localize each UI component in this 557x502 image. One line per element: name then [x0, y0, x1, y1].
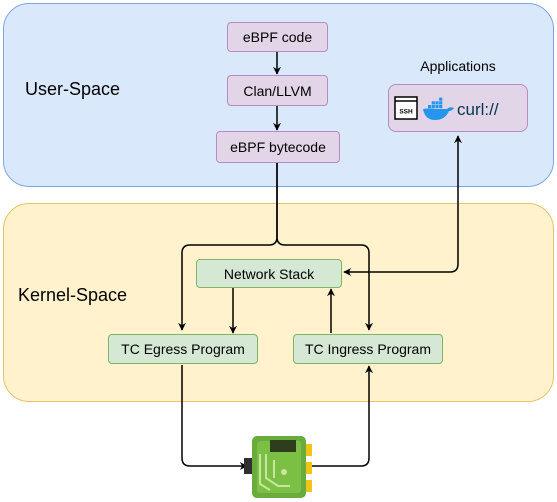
ebpf-code-box: eBPF code — [227, 22, 328, 52]
user-space-label: User-Space — [25, 79, 121, 99]
arrow-bytecode-to-ingress — [276, 163, 373, 331]
curl-icon: curl:// — [457, 100, 499, 119]
clang-llvm-box: Clan/LLVM — [227, 75, 328, 106]
arrow-bytecode-to-egress — [178, 163, 278, 331]
ebpf-code-label: eBPF code — [242, 29, 313, 45]
terminal-icon: SSH — [394, 96, 418, 120]
clang-llvm-label: Clan/LLVM — [243, 82, 312, 99]
tc-egress-label: TC Egress Program — [121, 341, 245, 357]
network-stack-label: Network Stack — [223, 265, 315, 282]
arrow-nic-to-ingress — [311, 365, 373, 467]
tc-egress-box: TC Egress Program — [108, 334, 258, 364]
applications-title: Applications — [420, 58, 496, 74]
arrow-apps-stack-bidirectional — [343, 135, 462, 276]
applications-box: SSH curl:// — [388, 84, 528, 132]
network-stack-box: Network Stack — [196, 259, 342, 288]
ebpf-bytecode-label: eBPF bytecode — [230, 139, 326, 155]
kernel-space-label: Kernel-Space — [18, 285, 128, 305]
arrow-egress-to-nic — [181, 365, 248, 470]
kernel-space-region — [3, 203, 554, 402]
network-card-icon — [244, 436, 312, 498]
docker-icon — [423, 97, 454, 120]
ebpf-bytecode-box: eBPF bytecode — [216, 131, 340, 163]
tc-ingress-label: TC Ingress Program — [304, 341, 432, 357]
applications-icons: SSH curl:// — [394, 96, 499, 120]
tc-ingress-box: TC Ingress Program — [293, 334, 443, 364]
ssh-label: SSH — [399, 109, 413, 116]
